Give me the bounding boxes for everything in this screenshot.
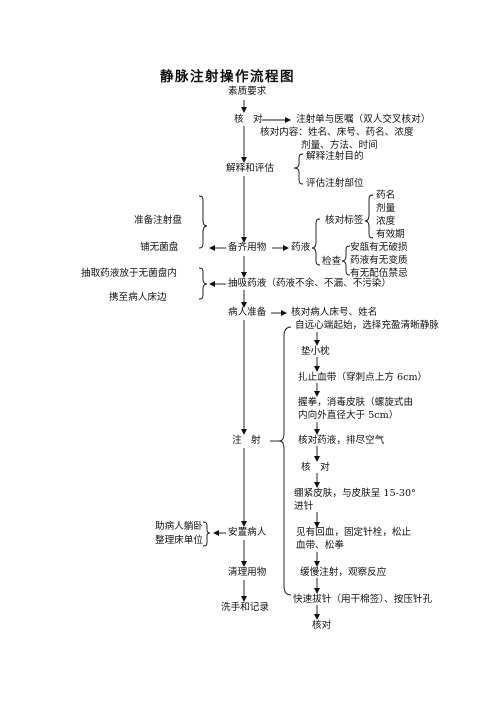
check-detail-line: 剂量、方法、时间	[301, 140, 378, 151]
inject-step: 核对药液，排尽空气	[298, 435, 385, 446]
check-detail-line: 注射单与医嘱（双人交叉核对）	[296, 114, 431, 125]
label-item: 剂量	[376, 203, 396, 214]
patient-detail: 核对病人床号、姓名	[291, 307, 378, 318]
inspect-label: 检查	[322, 256, 342, 267]
settle-side-item: 助病人躺卧	[155, 521, 203, 532]
step-clean-supplies: 清理用物	[228, 567, 267, 578]
inject-step: 垫小枕	[301, 346, 330, 357]
step-explain-assess: 解释和评估	[226, 163, 274, 174]
step-check: 核 对	[234, 114, 263, 125]
page-title: 静脉注射操作流程图	[160, 69, 295, 85]
inject-step: 绷紧皮肤，与皮肤呈 15-30°	[294, 488, 416, 499]
inspect-item: 药液有无变质	[350, 255, 408, 266]
inject-step: 缓慢注射，观察反应	[300, 567, 387, 578]
inject-step: 扎止血带（穿刺点上方 6cm）	[298, 372, 428, 383]
prepare-side-item: 准备注射盘	[134, 215, 182, 226]
prepare-side-item: 铺无菌盘	[140, 242, 179, 253]
drug-label: 药液	[291, 242, 311, 253]
inject-step: 自远心端起始，选择充盈清晰静脉	[295, 320, 439, 331]
inspect-item: 安瓿有无破损	[350, 242, 408, 253]
explain-detail-item: 评估注射部位	[306, 178, 364, 189]
draw-side-item: 抽取药液放于无菌盘内	[81, 268, 177, 279]
check-label-text: 核对标签	[325, 215, 364, 226]
inspect-item: 有无配伍禁忌	[350, 268, 408, 279]
step-quality-requirement: 素质要求	[228, 86, 267, 97]
step-wash-record: 洗手和记录	[221, 602, 269, 613]
inject-step: 见有回血，固定针栓，松止	[296, 527, 412, 538]
label-item: 药名	[376, 190, 396, 201]
step-settle-patient: 安置病人	[228, 527, 267, 538]
explain-detail-item: 解释注射目的	[306, 151, 364, 162]
inject-step: 进针	[294, 501, 314, 512]
step-injection: 注 射	[232, 435, 261, 446]
draw-side-item: 携至病人床边	[109, 292, 167, 303]
inject-step: 内向外直径大于 5cm）	[298, 410, 399, 421]
step-draw-medication: 抽吸药液（药液不余、不漏、不污染）	[228, 278, 392, 289]
check-detail-line: 核对内容：姓名、床号、药名、浓度	[260, 127, 414, 138]
inject-step: 快速拔针（用干棉签）、按压针孔	[293, 594, 433, 605]
inject-step: 血带、松拳	[296, 540, 344, 551]
label-item: 有效期	[376, 229, 405, 240]
settle-side-item: 整理床单位	[155, 535, 203, 546]
inject-step: 核 对	[301, 462, 330, 473]
step-prepare-supplies: 备齐用物	[228, 242, 267, 253]
inject-step: 握拳，消毒皮肤（螺旋式由	[298, 397, 414, 408]
inject-step: 核对	[312, 620, 332, 631]
label-item: 浓度	[376, 216, 396, 227]
step-patient-preparation: 病人准备	[228, 307, 267, 318]
